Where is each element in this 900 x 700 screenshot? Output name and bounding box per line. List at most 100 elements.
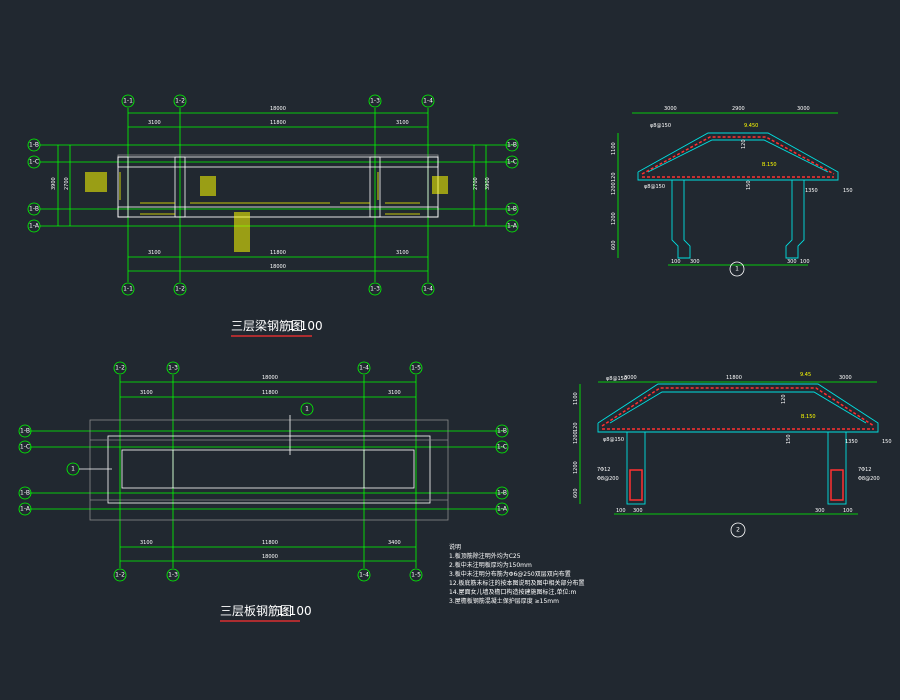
note-line: 2.板中未注明板厚均为150mm (449, 561, 532, 569)
svg-text:1: 1 (305, 406, 309, 413)
svg-text:1-3: 1-3 (168, 365, 178, 372)
column-label: 7Φ12 (597, 467, 610, 473)
svg-text:1-5: 1-5 (411, 365, 421, 372)
svg-text:1-3: 1-3 (168, 572, 178, 579)
section-top-dim: 3000 (797, 106, 810, 112)
axis-bubble: 1-B (495, 486, 509, 500)
axis-bubble: 1-3 (166, 361, 180, 375)
svg-text:1-B: 1-B (20, 428, 30, 435)
beam-plan: 18000 3100 11800 3100 1-1 1-2 1-3 1-4 1-… (27, 94, 519, 337)
elevation-top: 9.45 (800, 372, 811, 378)
roof-slab-inner (609, 391, 867, 424)
section-dim: 120 (781, 394, 787, 404)
bottom-seg-dim-3: 3400 (388, 540, 401, 546)
side-dim: 2700 (473, 177, 479, 190)
beam-mid-1 (174, 156, 186, 218)
svg-text:1-A: 1-A (29, 223, 40, 230)
top-seg-dim-2: 11800 (270, 120, 286, 126)
note-line: 3.板中未注明分布筋为Φ6@250双层双向布置 (449, 570, 571, 578)
svg-text:1-2: 1-2 (175, 286, 185, 293)
section-dim: 150 (746, 180, 752, 190)
column-label: 7Φ12 (858, 467, 871, 473)
section-side-dim: 120 (611, 172, 617, 182)
section-top-dim: 3000 (664, 106, 677, 112)
axis-bubble: 1-C (18, 440, 32, 454)
section-label: 2 (730, 522, 746, 538)
rebar-top (641, 136, 835, 175)
axis-bubble: 1-2 (173, 282, 187, 296)
bottom-seg-dim-1: 3100 (148, 250, 161, 256)
beam-plan-title: 三层梁钢筋图 (231, 318, 303, 333)
axis-bubble: 1-A (18, 502, 32, 516)
column-left (626, 431, 646, 505)
side-total-dim: 3900 (51, 177, 57, 190)
svg-text:1-1: 1-1 (123, 98, 133, 105)
column-left (671, 180, 691, 259)
axis-bubble: 1-A (495, 502, 509, 516)
column-right (785, 180, 805, 259)
section-base-dim: 100 (843, 508, 853, 514)
rebar-top (601, 387, 875, 427)
bottom-seg-dim-3: 3100 (396, 250, 409, 256)
column-label: Φ8@200 (597, 476, 619, 482)
beam-plan-scale: 1:100 (288, 319, 323, 333)
svg-text:1-C: 1-C (497, 444, 507, 451)
rebar-callout: φ8@150 (603, 437, 624, 443)
top-seg-dim-3: 3100 (396, 120, 409, 126)
section-side-dim: 600 (573, 488, 579, 498)
svg-text:1-4: 1-4 (359, 572, 369, 579)
svg-text:1-5: 1-5 (411, 572, 421, 579)
axis-bubble: 1-1 (121, 94, 135, 108)
section-base-dim: 300 (787, 259, 797, 265)
axis-bubble: 1-2 (113, 568, 127, 582)
section-side-dim: 1200 (573, 461, 579, 474)
axis-bubble: 1-1 (121, 282, 135, 296)
axis-bubble: 1-2 (173, 94, 187, 108)
bottom-seg-dim-1: 3100 (140, 540, 153, 546)
axis-bubble: 1-4 (357, 568, 371, 582)
axis-bubble: 1-4 (421, 282, 435, 296)
svg-text:1-B: 1-B (497, 490, 507, 497)
side-total-dim: 3900 (485, 177, 491, 190)
top-seg-dim-2: 11800 (262, 390, 278, 396)
axis-bubble: 1-3 (368, 282, 382, 296)
svg-text:1-1: 1-1 (123, 286, 133, 293)
section-dim: 150 (786, 434, 792, 444)
svg-text:1: 1 (735, 266, 739, 273)
axis-bubble: 1-2 (113, 361, 127, 375)
notes-heading: 说明 (449, 543, 461, 551)
section-dim: 1350 (805, 188, 818, 194)
section-side-dim: 1100 (611, 142, 617, 155)
elevation-beam: B.150 (762, 162, 777, 168)
roof-slab-section (637, 132, 839, 181)
rebar-callout: φ8@150 (644, 184, 665, 190)
beam-left (117, 156, 129, 218)
section-base-dim: 300 (633, 508, 643, 514)
axis-bubble: 1-4 (421, 94, 435, 108)
section-dim: 120 (741, 139, 747, 149)
svg-text:1-4: 1-4 (423, 98, 433, 105)
svg-text:1-C: 1-C (507, 159, 517, 166)
axis-bubble: 1-C (27, 155, 41, 169)
svg-text:1-3: 1-3 (370, 286, 380, 293)
section-dim: 150 (843, 188, 853, 194)
column-label: Φ8@200 (858, 476, 880, 482)
axis-bubble: 1-5 (409, 568, 423, 582)
axis-bubble: 1-B (505, 202, 519, 216)
axis-bubble: 1-5 (409, 361, 423, 375)
axis-bubble: 1-C (495, 440, 509, 454)
svg-text:1-B: 1-B (497, 428, 507, 435)
section-dim: 150 (882, 439, 892, 445)
section-2: 3000 11800 3000 9.45 B.150 φ8@150 φ8@150… (573, 372, 892, 538)
section-marker: 1 (66, 462, 80, 476)
axis-bubble: 1-4 (357, 361, 371, 375)
section-side-dim: 1200 (611, 182, 617, 195)
axis-bubble: 1-B (495, 424, 509, 438)
svg-text:2: 2 (736, 527, 740, 534)
slab-outline (107, 435, 431, 504)
section-top-dim: 11800 (726, 375, 742, 381)
svg-text:1-B: 1-B (507, 206, 517, 213)
section-side-dim: 120 (573, 422, 579, 432)
axis-bubble: 1-3 (368, 94, 382, 108)
